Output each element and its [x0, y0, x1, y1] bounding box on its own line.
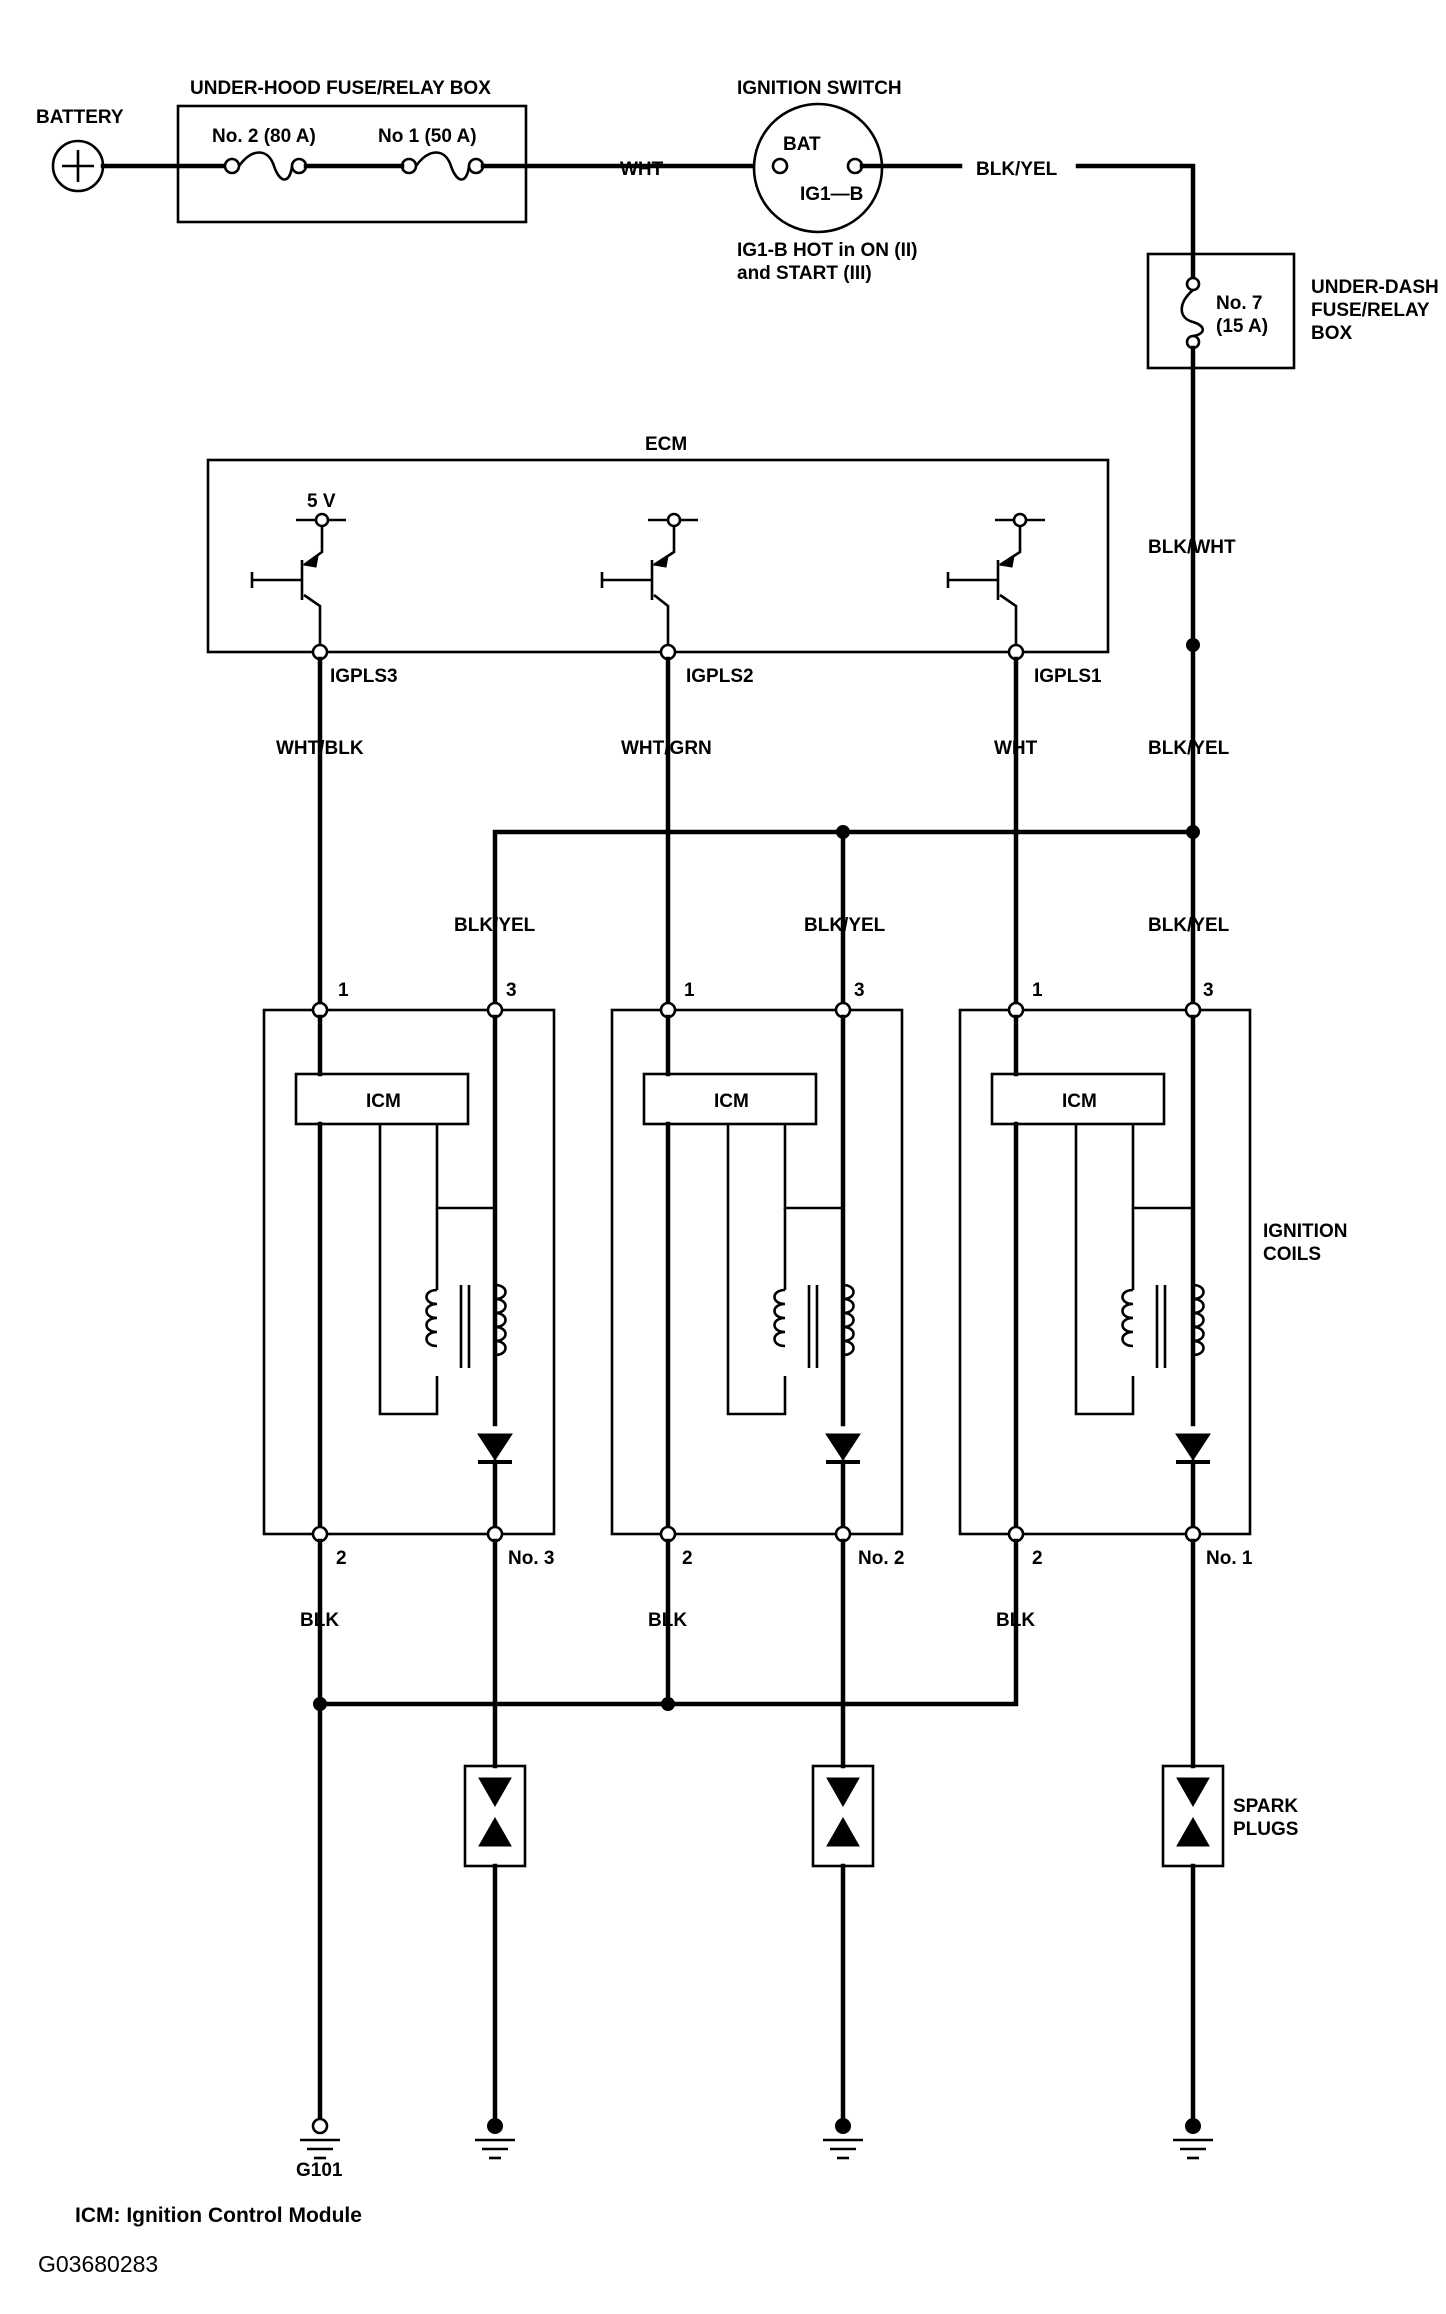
ignition-coil-2 [610, 1001, 904, 1543]
ignition-coil-3 [262, 1001, 556, 1543]
coil2-pin2: 2 [682, 1548, 693, 1569]
spark-plug-1 [1161, 1764, 1225, 1868]
fuse-no1-symbol [400, 151, 485, 181]
wire-wht-label: WHT [620, 159, 664, 180]
ground-g101 [300, 2117, 340, 2160]
ecm-transistor-2 [600, 512, 698, 645]
underdash-label3: BOX [1311, 323, 1353, 344]
ig1b-note-line2: and START (III) [737, 263, 872, 284]
wire-whtgrn-label: WHT/GRN [621, 738, 712, 759]
wire-blk-label-3: BLK [300, 1610, 339, 1631]
icm-label-coil1: ICM [1062, 1091, 1097, 1112]
spark-plugs-label1: SPARK [1233, 1796, 1298, 1817]
ecm-5v-label: 5 V [307, 491, 336, 512]
wire-blkyel-c3-label: BLK/YEL [454, 915, 536, 936]
wire-blkyel-top-label: BLK/YEL [976, 159, 1058, 180]
coil3-pin2: 2 [336, 1548, 347, 1569]
coil1-pin3: 3 [1203, 980, 1214, 1001]
wire-blk-coil1 [317, 1538, 1019, 1707]
ground-plug-2 [823, 2118, 863, 2160]
igpls1-label: IGPLS1 [1034, 666, 1102, 687]
fuse-no2-label: No. 2 (80 A) [212, 126, 316, 147]
wire-blk-label-1: BLK [996, 1610, 1035, 1631]
ignition-coil-1 [958, 1001, 1252, 1543]
wire-blkyel-feed-label: BLK/YEL [1148, 738, 1230, 759]
ignition-coils-label1: IGNITION [1263, 1221, 1347, 1242]
igpls3-label: IGPLS3 [330, 666, 398, 687]
wire-wht-c1-label: WHT [994, 738, 1038, 759]
ground-plug-1 [1173, 2118, 1213, 2160]
igpls2-label: IGPLS2 [686, 666, 754, 687]
coil3-output-label: No. 3 [508, 1548, 554, 1569]
underdash-fuse-relay-box [1146, 252, 1296, 370]
coil1-pin1: 1 [1032, 980, 1043, 1001]
coil1-output-label: No. 1 [1206, 1548, 1253, 1569]
fuse-no7-symbol [1180, 276, 1204, 350]
coil3-pin3: 3 [506, 980, 517, 1001]
icm-legend: ICM: Ignition Control Module [75, 2204, 362, 2227]
coil2-pin3: 3 [854, 980, 865, 1001]
underhood-box-label: UNDER-HOOD FUSE/RELAY BOX [190, 78, 491, 99]
coil3-pin1: 1 [338, 980, 349, 1001]
fuse-no1-label: No 1 (50 A) [378, 126, 477, 147]
fuse-no7-label1: No. 7 [1216, 293, 1262, 314]
wire-blkyel-c1-label: BLK/YEL [1148, 915, 1230, 936]
switch-ig1b-label: IG1—B [800, 184, 863, 205]
ecm-transistor-1 [946, 512, 1045, 645]
wire-blkwht-label: BLK/WHT [1148, 537, 1236, 558]
underdash-label2: FUSE/RELAY [1311, 300, 1430, 321]
switch-bat-label: BAT [783, 134, 821, 155]
ignition-switch-label: IGNITION SWITCH [737, 78, 902, 99]
battery [51, 139, 105, 193]
coil2-pin1: 1 [684, 980, 695, 1001]
battery-label: BATTERY [36, 107, 124, 128]
coil2-output-label: No. 2 [858, 1548, 904, 1569]
ecm-box [206, 458, 1110, 654]
figure-code: G03680283 [38, 2251, 158, 2277]
wire-blk-label-2: BLK [648, 1610, 687, 1631]
ecm-transistor-3 [250, 512, 346, 645]
spark-plug-3 [463, 1764, 527, 1868]
blkyel-bus [492, 829, 1196, 1013]
ground-plug-3 [475, 2118, 515, 2160]
fuse-no2-symbol [223, 151, 308, 181]
ig1b-note-line1: IG1-B HOT in ON (II) [737, 240, 918, 261]
fuse-no7-label2: (15 A) [1216, 316, 1268, 337]
spark-plug-2 [811, 1764, 875, 1868]
ecm-label: ECM [645, 434, 687, 455]
ignition-coils-label2: COILS [1263, 1244, 1321, 1265]
underdash-label1: UNDER-DASH [1311, 277, 1439, 298]
wire-whtblk-label: WHT/BLK [276, 738, 364, 759]
switch-bat-terminal [771, 157, 789, 175]
wire-blkyel-c2-label: BLK/YEL [804, 915, 886, 936]
icm-label-coil2: ICM [714, 1091, 749, 1112]
ground-g101-label: G101 [296, 2160, 343, 2181]
icm-label-coil3: ICM [366, 1091, 401, 1112]
spark-plugs-label2: PLUGS [1233, 1819, 1298, 1840]
coil1-pin2: 2 [1032, 1548, 1043, 1569]
